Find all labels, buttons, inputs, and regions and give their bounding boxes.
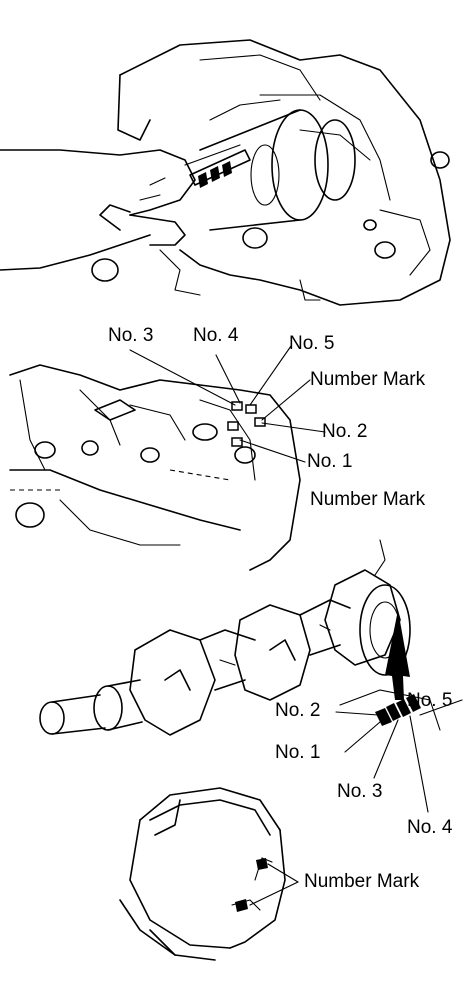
bearing-shell-illustration xyxy=(119,787,299,961)
label-block-no4: No. 4 xyxy=(193,325,239,346)
label-block-no2: No. 2 xyxy=(322,421,368,442)
label-block-number-mark-mid: Number Mark xyxy=(310,489,426,510)
label-block-no1: No. 1 xyxy=(307,451,353,472)
engine-block-top-illustration xyxy=(0,39,451,306)
crankshaft-illustration xyxy=(39,539,463,813)
label-block-no5: No. 5 xyxy=(289,333,335,354)
label-crank-no5: No. 5 xyxy=(407,690,453,711)
label-crank-no4: No. 4 xyxy=(407,817,453,838)
label-crank-no2: No. 2 xyxy=(275,700,321,721)
label-crank-no1: No. 1 xyxy=(275,742,321,763)
engine-block-face-illustration xyxy=(9,345,326,571)
label-block-number-mark-top: Number Mark xyxy=(310,369,426,390)
label-bearing-number-mark: Number Mark xyxy=(304,871,420,892)
label-block-no3: No. 3 xyxy=(108,325,154,346)
label-crank-no3: No. 3 xyxy=(337,781,383,802)
